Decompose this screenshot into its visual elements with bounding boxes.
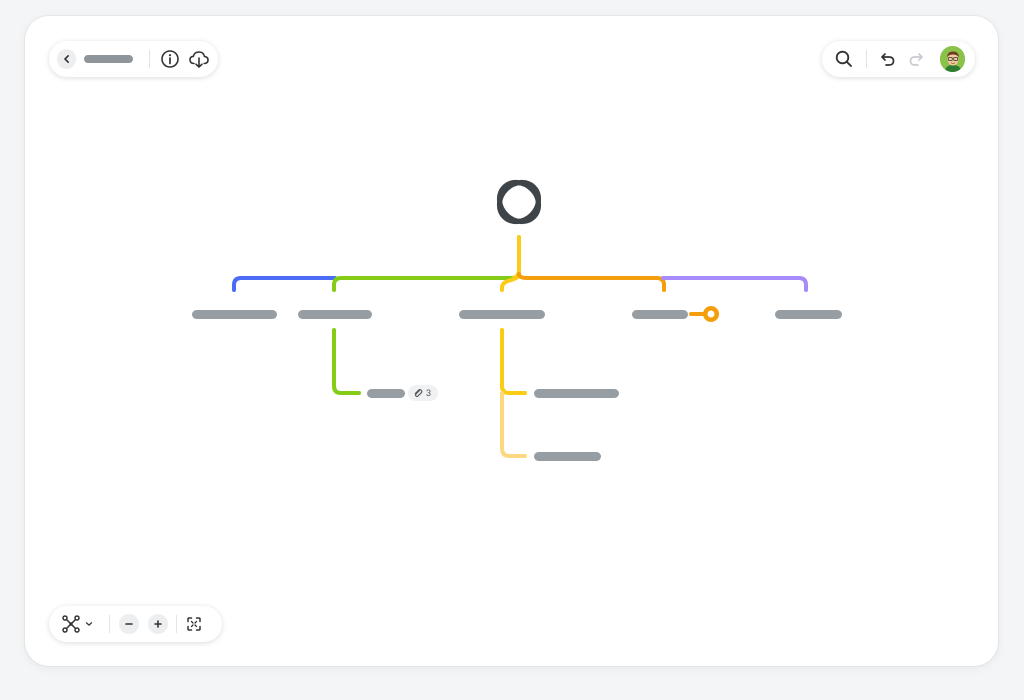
- child-connector-yellow-2: [500, 391, 527, 458]
- subtopic-node-green-1[interactable]: [367, 389, 405, 398]
- back-button[interactable]: [57, 49, 77, 69]
- search-button[interactable]: [832, 47, 856, 71]
- layout-menu-button[interactable]: [61, 614, 93, 634]
- chevron-left-icon: [63, 55, 69, 63]
- cloud-download-button[interactable]: [187, 47, 210, 71]
- undo-button[interactable]: [877, 47, 901, 71]
- user-avatar-icon: [939, 46, 965, 72]
- fit-screen-icon: [187, 617, 201, 631]
- branch-connector-green: [332, 276, 513, 292]
- zoom-out-button[interactable]: [119, 614, 139, 634]
- fit-screen-button[interactable]: [185, 612, 203, 636]
- paperclip-icon: [414, 389, 423, 398]
- action-toolbar: [822, 41, 975, 77]
- redo-icon: [909, 53, 923, 66]
- child-connector-yellow-1: [500, 328, 527, 395]
- toolbar-divider: [109, 615, 110, 633]
- attachment-count: 3: [426, 388, 432, 398]
- topic-node-1[interactable]: [192, 310, 277, 319]
- attachment-badge[interactable]: 3: [408, 385, 438, 401]
- app-window: 3: [25, 16, 998, 666]
- user-avatar[interactable]: [939, 46, 965, 72]
- minus-icon: [125, 623, 133, 625]
- branch-connector-orange: [517, 272, 666, 292]
- branch-connector-purple: [661, 276, 808, 292]
- topic-node-4[interactable]: [632, 310, 688, 319]
- chevron-down-icon: [85, 622, 93, 626]
- topic-node-3[interactable]: [459, 310, 545, 319]
- plus-icon: [154, 620, 162, 628]
- undo-icon: [881, 53, 895, 66]
- topic-node-5[interactable]: [775, 310, 842, 319]
- branch-connector-blue: [232, 276, 337, 292]
- cloud-download-icon: [188, 51, 209, 68]
- redo-button[interactable]: [904, 47, 928, 71]
- toolbar-divider: [176, 615, 177, 633]
- root-node-logo-icon[interactable]: [491, 174, 546, 229]
- collapse-toggle-icon[interactable]: [703, 306, 719, 322]
- info-button[interactable]: [158, 47, 181, 71]
- child-connector-green: [332, 328, 361, 395]
- subtopic-node-yellow-2[interactable]: [534, 452, 601, 461]
- search-icon: [835, 50, 852, 67]
- document-toolbar: [49, 41, 218, 77]
- subtopic-node-yellow-1[interactable]: [534, 389, 619, 398]
- root-connector: [509, 235, 521, 280]
- zoom-in-button[interactable]: [148, 614, 168, 634]
- document-title[interactable]: [84, 55, 134, 63]
- mindmap-canvas[interactable]: [25, 16, 998, 666]
- toolbar-divider: [149, 50, 151, 68]
- mindmap-layout-icon: [62, 615, 80, 633]
- view-toolbar: [49, 606, 222, 642]
- info-icon: [160, 50, 179, 68]
- topic-node-2[interactable]: [298, 310, 372, 319]
- toolbar-divider: [865, 50, 867, 68]
